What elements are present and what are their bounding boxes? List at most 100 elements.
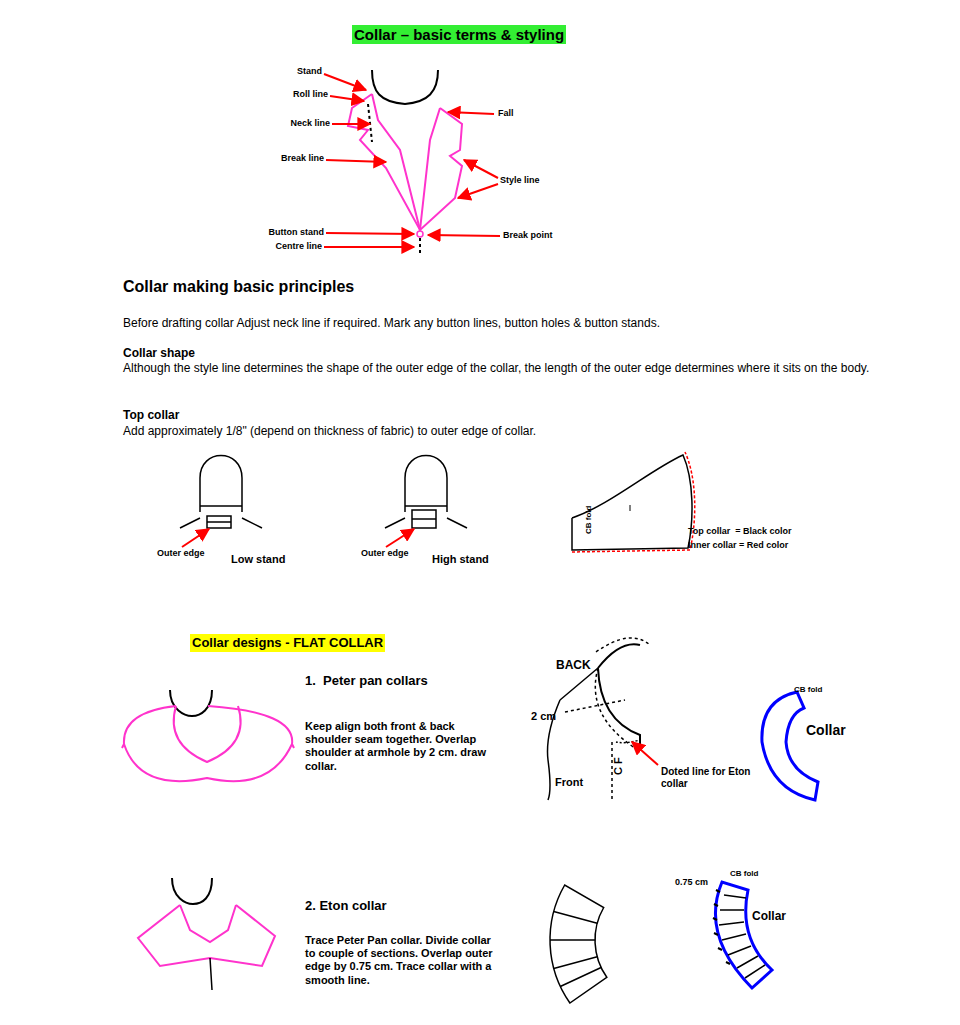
- part-name: Front: [555, 776, 583, 789]
- collar-stand: [207, 516, 231, 528]
- overlap-mark: [713, 890, 730, 964]
- figure-caption: Low stand: [231, 553, 285, 566]
- leader-arrows: [182, 529, 414, 547]
- leader-arrow: [458, 184, 498, 198]
- collar-piece: [762, 692, 818, 800]
- collar-outline: [174, 706, 241, 762]
- centre-front: [210, 958, 212, 990]
- callout-label: Doted line for Eton collar: [661, 766, 756, 790]
- part-name: Fall: [498, 108, 514, 119]
- eton-collar-piece: [713, 882, 772, 988]
- section-line: [719, 895, 765, 978]
- leader-arrow: [332, 123, 370, 125]
- head-outline: [405, 456, 447, 513]
- shoulder-seam: [560, 668, 598, 700]
- section-heading: Collar making basic principles: [123, 277, 354, 296]
- part-name: Centre line: [275, 241, 322, 252]
- collar-figure: [348, 70, 462, 256]
- part-name: Button stand: [269, 227, 325, 238]
- top-collar: [572, 455, 692, 550]
- part-name: Collar: [752, 909, 786, 923]
- part-name: Stand: [297, 66, 322, 77]
- leader-arrow: [326, 160, 386, 162]
- neck-outline: [170, 690, 212, 716]
- callout-label: Outer edge: [361, 548, 409, 559]
- eton-figure: [138, 878, 275, 990]
- callout-label: Outer edge: [157, 548, 205, 559]
- body-text: Add approximately 1/8" (depend on thickn…: [123, 424, 903, 438]
- body-text: Trace Peter Pan collar. Divide collar to…: [305, 934, 500, 987]
- collar-pattern: [572, 452, 695, 552]
- slashed-collar: [550, 885, 607, 1003]
- leader-arrow: [182, 529, 209, 547]
- sub-heading: 2. Eton collar: [305, 898, 387, 914]
- body-text: Although the style line determines the s…: [123, 361, 893, 375]
- note-text: Inner collar = Red color: [688, 540, 788, 551]
- roll-line: [412, 518, 436, 520]
- body-text: Before drafting collar Adjust neck line …: [123, 316, 903, 330]
- shoulder-mark: [122, 744, 294, 748]
- neck-line: [200, 505, 242, 507]
- dimension: 0.75 cm: [675, 877, 708, 888]
- peter-pan-figure: [122, 690, 294, 781]
- centre-line: [419, 238, 421, 256]
- eton-line: [616, 740, 640, 743]
- front-neckline: [598, 668, 640, 745]
- section-line: [550, 912, 601, 987]
- shoulder-line: [180, 518, 262, 528]
- part-name: Break point: [503, 230, 553, 241]
- part-name: Break line: [281, 153, 324, 164]
- shoulder-line: [385, 518, 467, 528]
- neck-outline: [372, 70, 438, 104]
- page-title: Collar – basic terms & styling: [352, 25, 566, 44]
- collar-outline: [138, 905, 275, 966]
- head-outline: [200, 456, 242, 513]
- button: [417, 231, 423, 237]
- collar-piece: [715, 882, 772, 988]
- collar-outline: [124, 706, 292, 781]
- leader-arrow: [324, 246, 414, 248]
- leader-arrow: [428, 235, 500, 236]
- part-name: Collar: [806, 722, 846, 739]
- section-heading: Collar designs - FLAT COLLAR: [190, 634, 385, 652]
- fold-label: CB fold: [730, 869, 758, 879]
- part-name: Roll line: [293, 89, 328, 100]
- part-name: C F: [612, 757, 625, 775]
- bodice-draft: [548, 638, 651, 800]
- collar-outline: [180, 905, 236, 942]
- leader-arrow: [330, 96, 364, 101]
- notch: [630, 505, 631, 511]
- leader-arrow: [448, 112, 494, 114]
- leader-arrow: [326, 233, 414, 234]
- part-name: Neck line: [290, 118, 330, 129]
- collar-edge: [595, 668, 635, 748]
- sub-heading: Collar shape: [123, 346, 195, 360]
- head-figures: [180, 456, 467, 529]
- leader-arrow: [632, 742, 658, 765]
- note-text: Top collar = Black color: [688, 526, 792, 537]
- figure-caption: High stand: [432, 553, 489, 566]
- part-name: Style line: [500, 175, 540, 186]
- body-text: Keep align both front & back shoulder se…: [305, 720, 495, 773]
- neck-line: [405, 505, 447, 507]
- sub-heading: 1. Peter pan collars: [305, 673, 428, 689]
- back-armhole: [596, 638, 650, 652]
- collar-band: [550, 885, 607, 1003]
- leader-arrow: [324, 74, 366, 90]
- leader-arrows: [324, 74, 500, 247]
- neck-outline: [172, 878, 212, 904]
- back-neckline: [598, 644, 640, 668]
- dimension: 2 cm: [531, 710, 556, 723]
- lapel-edge: [420, 108, 440, 230]
- part-name: BACK: [556, 658, 591, 672]
- leader-arrow: [464, 160, 498, 178]
- leader-arrow: [386, 529, 414, 547]
- collar-stand: [412, 510, 436, 528]
- sub-heading: Top collar: [123, 408, 179, 422]
- inner-collar: [572, 452, 695, 552]
- fold-label: CB fold: [794, 685, 822, 695]
- roll-line: [207, 521, 231, 523]
- fold-label: CB fold: [584, 506, 594, 534]
- shoulder-overlap: [565, 700, 625, 712]
